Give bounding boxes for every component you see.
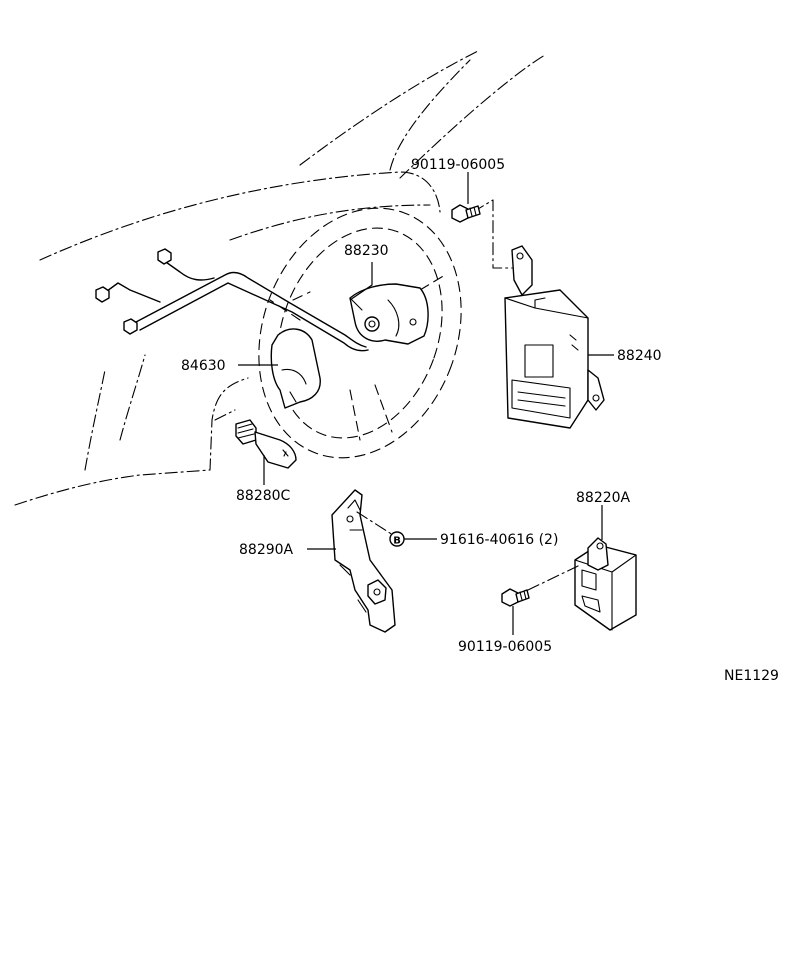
wire-harness [95, 248, 369, 352]
nut-marker-symbol: B [393, 536, 401, 547]
label-88290a: 88290A [239, 542, 294, 558]
sensor-88280c [235, 419, 297, 469]
connector-icon [123, 318, 138, 335]
leader-lines [238, 172, 614, 635]
label-84630: 84630 [181, 358, 226, 374]
connector-icon [95, 286, 110, 303]
label-bolt-lower: 90119-06005 [458, 639, 552, 655]
part-labels: 90119-06005 88230 84630 88240 88280C 882… [181, 157, 779, 684]
dashboard-outline [14, 49, 546, 506]
relay-88220a [527, 537, 637, 631]
label-bolt-upper: 90119-06005 [411, 157, 505, 173]
label-nut: 91616-40616 (2) [440, 532, 558, 548]
cruise-sensor-88230 [349, 283, 429, 345]
bolt-lower [501, 588, 530, 607]
label-88220a: 88220A [576, 490, 631, 506]
label-88280c: 88280C [236, 488, 291, 504]
label-88240: 88240 [617, 348, 662, 364]
cruise-computer-88240 [472, 199, 605, 429]
label-88230: 88230 [344, 243, 389, 259]
spiral-cable-84630 [270, 328, 321, 409]
drawing-code: NE1129 [724, 668, 779, 684]
nut-91616: B [389, 531, 405, 547]
bolt-upper [451, 204, 481, 223]
steering-wheel [258, 207, 462, 459]
bracket-88290a [331, 489, 396, 633]
connector-icon [157, 248, 172, 265]
